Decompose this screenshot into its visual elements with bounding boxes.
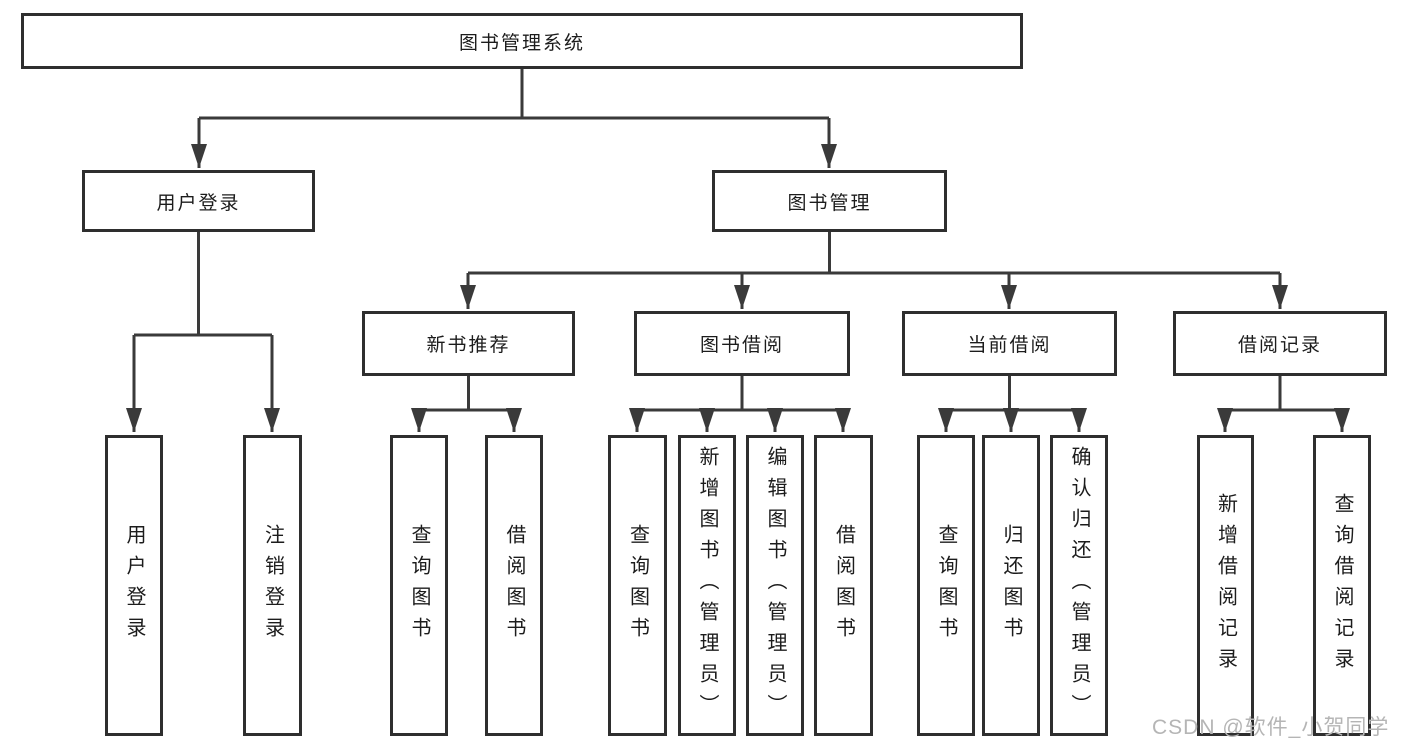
edge-borrow-records-trunk xyxy=(1225,376,1342,412)
leaf-br-add-record-label: 新增借阅记录 xyxy=(1214,492,1237,679)
node-current-borrow: 当前借阅 xyxy=(902,311,1117,376)
node-book-management: 图书管理 xyxy=(712,170,947,232)
edge-book-management-trunk xyxy=(468,232,1280,275)
edge-current-borrow-trunk xyxy=(946,376,1079,412)
edge-user-login-trunk xyxy=(134,232,272,337)
leaf-bb-query-books: 查询图书 xyxy=(608,435,667,736)
leaf-bb-add-books-admin: 新增图书（管理员） xyxy=(678,435,736,736)
leaf-cb-confirm-return-admin: 确认归还（管理员） xyxy=(1050,435,1108,736)
node-user-login: 用户登录 xyxy=(82,170,315,232)
leaf-br-query-record: 查询借阅记录 xyxy=(1313,435,1371,736)
node-root-label: 图书管理系统 xyxy=(458,32,585,54)
leaf-bb-borrow-books: 借阅图书 xyxy=(814,435,873,736)
csdn-watermark: CSDN @软件_小贺同学 xyxy=(1152,716,1390,739)
leaf-logout: 注销登录 xyxy=(243,435,302,736)
leaf-cb-return-books-label: 归还图书 xyxy=(1000,523,1022,648)
node-book-borrow: 图书借阅 xyxy=(634,311,850,376)
leaf-nb-query-books: 查询图书 xyxy=(390,435,448,736)
leaf-bb-query-books-label: 查询图书 xyxy=(626,523,649,648)
node-borrow-records: 借阅记录 xyxy=(1173,311,1387,376)
leaf-bb-borrow-books-label: 借阅图书 xyxy=(832,523,855,648)
leaf-user-login-label: 用户登录 xyxy=(123,523,145,648)
leaf-bb-edit-books-admin-label: 编辑图书（管理员） xyxy=(764,446,786,725)
edge-new-book-trunk xyxy=(419,376,514,412)
node-book-borrow-label: 图书借阅 xyxy=(699,335,784,356)
node-new-book-recommend-label: 新书推荐 xyxy=(426,335,511,356)
leaf-cb-query-books: 查询图书 xyxy=(917,435,975,736)
node-book-management-label: 图书管理 xyxy=(787,192,872,214)
node-current-borrow-label: 当前借阅 xyxy=(967,335,1052,356)
leaf-user-login: 用户登录 xyxy=(105,435,163,736)
node-new-book-recommend: 新书推荐 xyxy=(362,311,575,376)
leaf-br-query-record-label: 查询借阅记录 xyxy=(1331,492,1353,679)
leaf-br-add-record: 新增借阅记录 xyxy=(1197,435,1254,736)
leaf-cb-return-books: 归还图书 xyxy=(982,435,1040,736)
leaf-nb-query-books-label: 查询图书 xyxy=(408,523,430,648)
node-root-system: 图书管理系统 xyxy=(21,13,1023,69)
node-borrow-records-label: 借阅记录 xyxy=(1237,335,1322,356)
leaf-bb-add-books-admin-label: 新增图书（管理员） xyxy=(696,446,718,725)
edge-root-trunk xyxy=(199,69,829,120)
leaf-logout-label: 注销登录 xyxy=(261,523,284,648)
leaf-nb-borrow-books: 借阅图书 xyxy=(485,435,543,736)
leaf-cb-confirm-return-admin-label: 确认归还（管理员） xyxy=(1068,446,1090,725)
leaf-bb-edit-books-admin: 编辑图书（管理员） xyxy=(746,435,804,736)
leaf-cb-query-books-label: 查询图书 xyxy=(935,523,957,648)
edge-book-borrow-trunk xyxy=(637,376,843,412)
leaf-nb-borrow-books-label: 借阅图书 xyxy=(503,523,525,648)
node-user-login-label: 用户登录 xyxy=(156,192,241,214)
